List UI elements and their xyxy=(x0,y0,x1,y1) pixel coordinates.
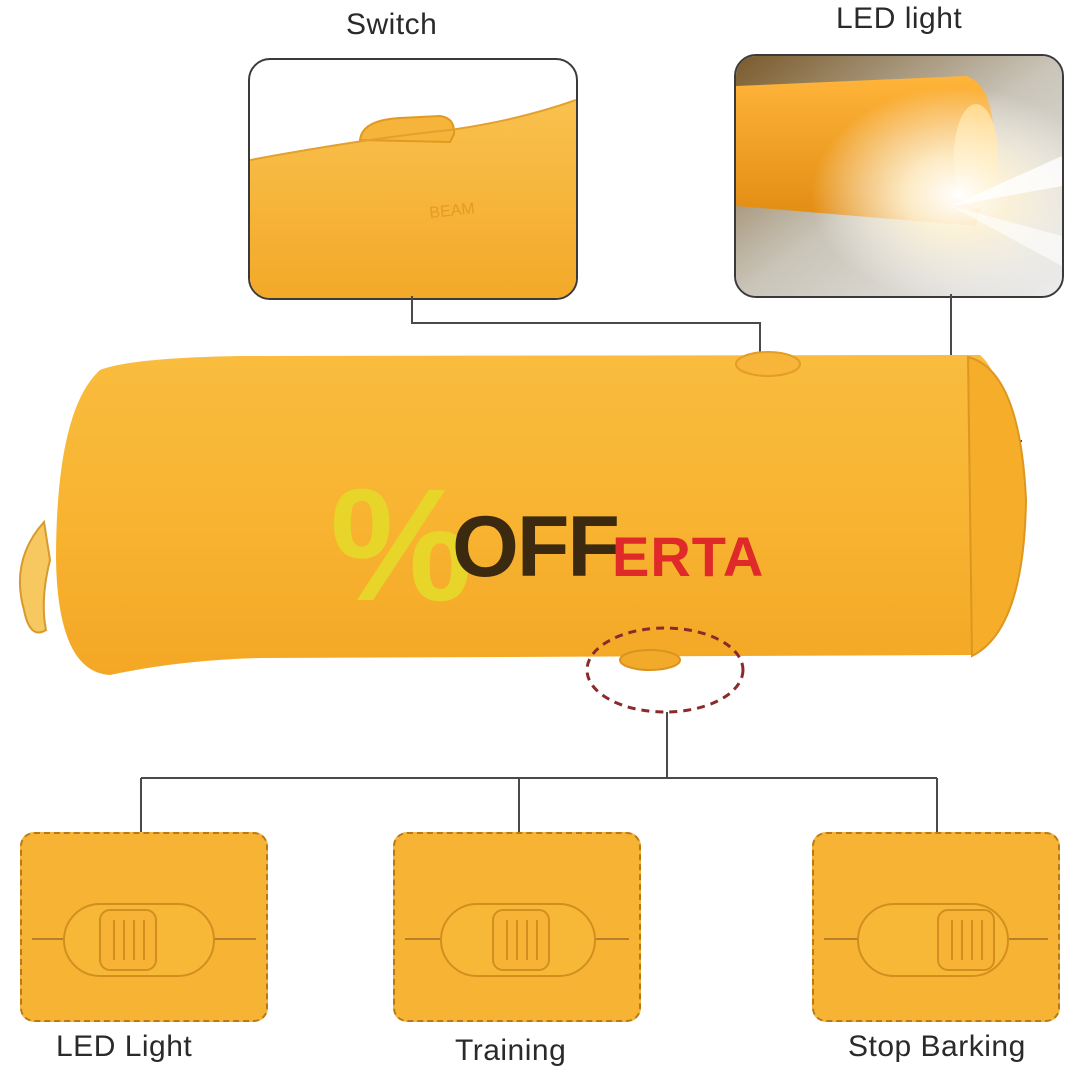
watermark-erta-text: ERTA xyxy=(612,525,765,588)
mode-label-stop-barking: Stop Barking xyxy=(848,1030,1026,1063)
switch-closeup-panel: BEAM xyxy=(248,58,578,300)
led-closeup-panel xyxy=(734,54,1064,298)
led-light-label: LED light xyxy=(836,2,963,35)
mode-panel-led-light xyxy=(20,832,268,1022)
mode-panel-stop-barking xyxy=(812,832,1060,1022)
led-closeup-image xyxy=(736,56,1062,296)
slider-stop-barking-position-icon xyxy=(824,903,1048,977)
slider-led-position-icon xyxy=(32,903,256,977)
switch-connector-vertical-2 xyxy=(759,322,761,356)
mode-label-training: Training xyxy=(455,1034,567,1067)
switch-connector-horizontal xyxy=(411,322,761,324)
mode-panel-training xyxy=(393,832,641,1022)
svg-text:BEAM: BEAM xyxy=(429,200,476,222)
percent-icon: % xyxy=(330,455,472,634)
switch-connector-vertical-1 xyxy=(411,296,413,324)
watermark-off-text: OFF xyxy=(452,499,620,595)
switch-closeup-image: BEAM xyxy=(250,99,576,298)
slider-training-position-icon xyxy=(405,903,629,977)
switch-label: Switch xyxy=(346,8,438,41)
mode-label-led-light: LED Light xyxy=(56,1030,193,1063)
